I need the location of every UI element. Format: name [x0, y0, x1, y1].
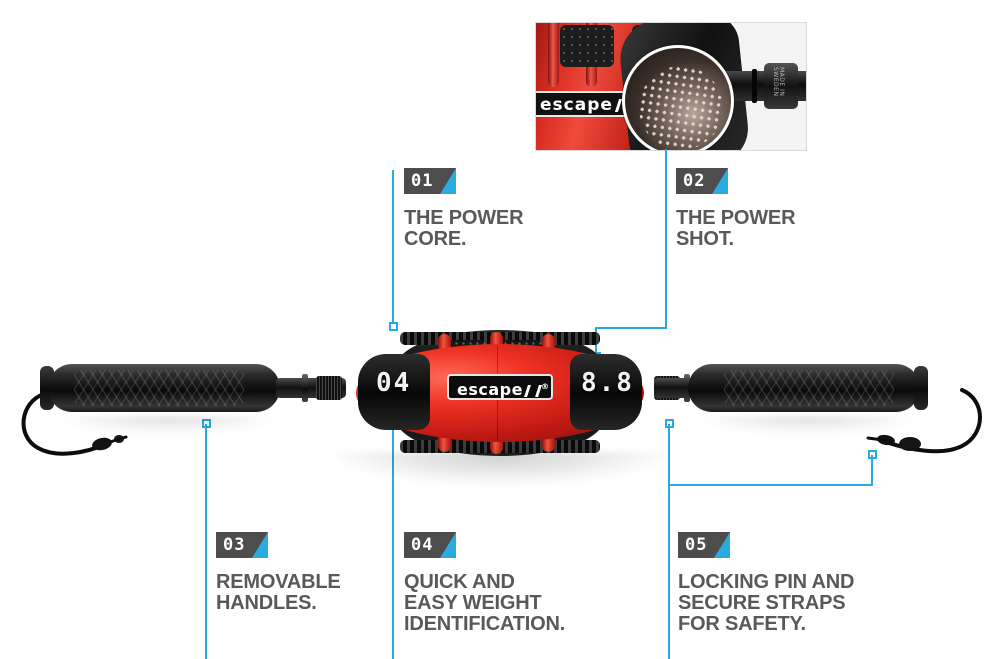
weight-plate-left: [358, 354, 430, 430]
callout-01: 01 THE POWER CORE.: [404, 168, 524, 250]
callout-badge-01: 01: [404, 168, 456, 194]
callout-number-01: 01: [411, 171, 434, 191]
callout-line-05-vertical: [668, 484, 670, 659]
power-core-body: 04 8.8 escape ®: [342, 330, 658, 456]
inset-steel-shot-pellets: [633, 60, 729, 150]
right-handle-reflection: [700, 416, 915, 434]
callout-number-05: 05: [685, 535, 708, 555]
callout-line-03-vertical: [205, 424, 207, 659]
callout-title-05: LOCKING PIN AND SECURE STRAPS FOR SAFETY…: [678, 571, 855, 635]
callout-line-01-vertical: [392, 170, 394, 323]
left-wrist-strap: [14, 392, 134, 460]
left-handle: [48, 364, 280, 412]
weight-plate-88-value: 8.8: [581, 368, 634, 398]
callout-marker-01: [389, 322, 398, 331]
callout-line-02-vertical: [665, 149, 667, 329]
callout-title-04: QUICK AND EASY WEIGHT IDENTIFICATION.: [404, 571, 566, 635]
weight-plate-04-value: 04: [376, 368, 412, 398]
product-brand-text: escape: [457, 380, 523, 399]
callout-badge-04: 04: [404, 532, 456, 558]
right-handle: [688, 364, 920, 412]
callout-badge-02: 02: [676, 168, 728, 194]
left-grip-texture: [74, 370, 244, 406]
callout-line-05-horizontal: [668, 484, 873, 486]
inset-vent-1: [560, 25, 614, 67]
registered-trademark-icon: ®: [540, 382, 550, 391]
callout-line-05-pin-drop: [668, 424, 670, 484]
inset-end-collar: MADE IN SWEDEN: [764, 63, 798, 109]
core-reflection-shadow: [330, 452, 670, 486]
callout-number-04: 04: [411, 535, 434, 555]
callout-05: 05 LOCKING PIN AND SECURE STRAPS FOR SAF…: [678, 532, 854, 635]
right-handle-endcap: [914, 366, 928, 410]
inset-collar-label: MADE IN SWEDEN: [772, 67, 785, 97]
badge-accent-triangle-icon: [252, 532, 268, 558]
badge-accent-triangle-icon: [440, 168, 456, 194]
power-shot-inset-photo: escape MADE IN SWEDEN: [535, 22, 807, 151]
weight-plate-right: [570, 354, 642, 430]
power-bar-product-image: 04 8.8 escape ®: [0, 330, 1000, 486]
callout-number-03: 03: [223, 535, 246, 555]
callout-03: 03 REMOVABLE HANDLES.: [216, 532, 341, 614]
callout-line-02-horizontal: [596, 327, 667, 329]
callout-badge-05: 05: [678, 532, 730, 558]
left-handle-reflection: [60, 416, 275, 434]
product-brand-logo: escape ®: [447, 374, 553, 400]
inset-magnifier-circle: [622, 45, 734, 150]
callout-title-03: REMOVABLE HANDLES.: [216, 571, 341, 614]
callout-title-02: THE POWER SHOT.: [676, 207, 796, 250]
left-shaft-ring: [302, 374, 308, 402]
badge-accent-triangle-icon: [714, 532, 730, 558]
escape-slash-icon: [524, 385, 542, 397]
callout-line-04-vertical: [392, 419, 394, 659]
right-wrist-strap: [852, 388, 992, 460]
callout-badge-03: 03: [216, 532, 268, 558]
callout-number-02: 02: [683, 171, 706, 191]
left-locking-pin-knurl: [316, 376, 342, 400]
callout-04: 04 QUICK AND EASY WEIGHT IDENTIFICATION.: [404, 532, 565, 635]
right-grip-texture: [724, 370, 894, 406]
callout-title-01: THE POWER CORE.: [404, 207, 524, 250]
callout-02: 02 THE POWER SHOT.: [676, 168, 796, 250]
inset-brand-text: escape: [540, 95, 613, 115]
badge-accent-triangle-icon: [440, 532, 456, 558]
callout-line-05-strap-drop: [871, 455, 873, 485]
inset-ring-2: [752, 69, 757, 103]
inset-rib-1: [548, 23, 559, 87]
badge-accent-triangle-icon: [712, 168, 728, 194]
